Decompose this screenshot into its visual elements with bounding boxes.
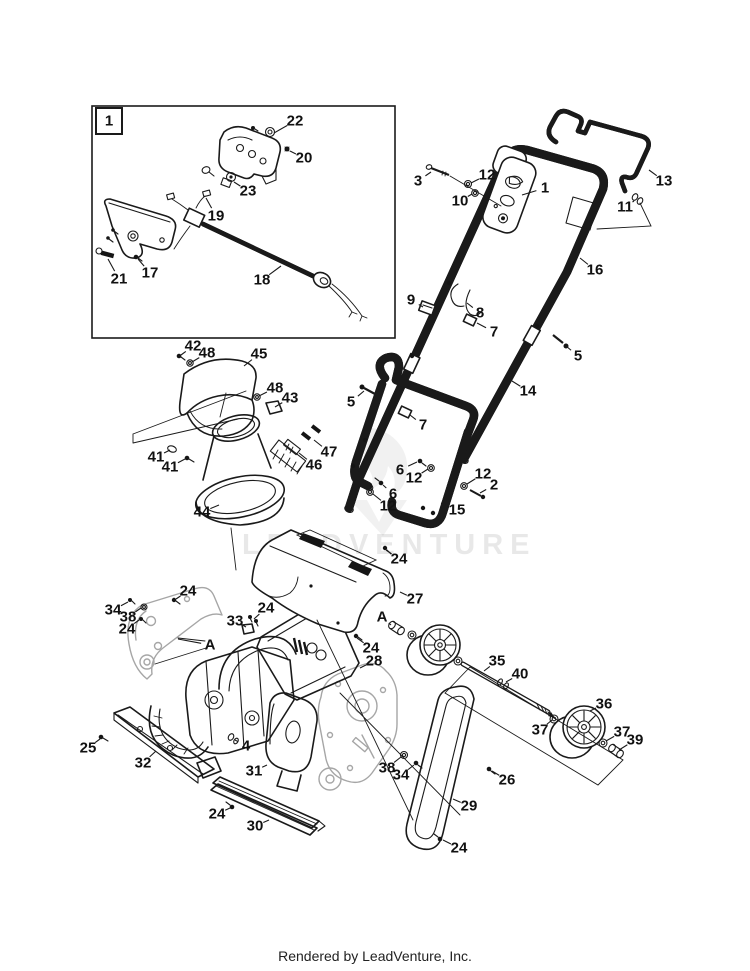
leader-line-18: [268, 265, 282, 276]
leader-line-31: [261, 764, 268, 768]
leader-line-24: [224, 807, 231, 811]
leader-line-37: [605, 735, 615, 742]
leader-line-12: [372, 493, 382, 501]
leader-line-36: [589, 707, 597, 712]
leader-line-20: [289, 150, 297, 155]
leader-line-13: [648, 169, 658, 177]
inset-cable: [166, 189, 368, 322]
leader-line-38: [393, 756, 402, 763]
leader-line-5: [357, 390, 365, 397]
leader-line-25: [94, 738, 101, 744]
wheel-left: [406, 624, 461, 676]
auger-housing: [148, 635, 309, 759]
leader-line-43: [274, 402, 283, 408]
footer-credit: Rendered by LeadVenture, Inc.: [278, 948, 472, 964]
leader-line-37: [546, 719, 553, 725]
leader-line-27: [399, 591, 408, 596]
leader-line-46: [298, 452, 308, 460]
leader-line-A: [388, 622, 392, 626]
leader-line-24: [356, 637, 364, 644]
leader-line-7: [409, 414, 417, 420]
scraper-bar: [210, 776, 326, 836]
side-cover-31: [265, 692, 318, 792]
leader-line-30: [263, 819, 270, 823]
leader-line-16: [579, 257, 589, 265]
leader-line-48: [191, 357, 200, 363]
leader-line-39: [618, 744, 628, 751]
leader-line-48: [258, 391, 268, 397]
belt-cover: [251, 529, 396, 634]
leader-line-45: [243, 359, 253, 367]
leader-line-6: [382, 484, 387, 489]
leader-line-4: [234, 739, 239, 743]
leader-line-14: [511, 380, 521, 387]
leader-line-7: [476, 322, 487, 329]
leader-line-26: [491, 770, 500, 776]
leader-line-A: [177, 638, 202, 644]
leader-line-42: [180, 350, 187, 356]
chute-crank-parts: [282, 424, 322, 456]
leader-line-29: [452, 798, 461, 803]
leader-line-1: [521, 190, 537, 196]
chute-hardware: [132, 353, 283, 571]
leader-line-3: [425, 171, 432, 177]
upper-hardware: [350, 164, 652, 516]
leader-line-11: [632, 200, 635, 203]
leader-line-15: [440, 502, 449, 507]
drive-belt: [405, 685, 475, 851]
bail-handle: [549, 111, 649, 194]
inset-switch-housing: [201, 125, 290, 189]
leader-line-17: [137, 258, 145, 267]
leader-line-33: [242, 624, 247, 628]
leader-line-28: [359, 664, 367, 669]
leader-line-40: [505, 677, 513, 683]
leader-line-24: [253, 613, 260, 620]
leader-line-6: [407, 461, 418, 467]
leader-line-44: [210, 504, 220, 510]
wheel-right: [549, 705, 606, 759]
discharge-chute: [194, 414, 307, 526]
leader-line-32: [149, 750, 157, 758]
lower-handle: [354, 357, 474, 524]
inset-box: [91, 105, 396, 339]
leader-line-22: [273, 124, 288, 134]
leader-line-41: [177, 458, 186, 464]
leader-line-24: [442, 839, 452, 845]
leader-line-23: [233, 181, 241, 187]
leader-line-12: [421, 468, 429, 474]
leader-line-24: [175, 595, 181, 600]
leader-line-10: [467, 193, 473, 197]
leader-line-24: [385, 549, 392, 555]
leader-line-5: [565, 345, 572, 351]
leader-line-19: [205, 197, 213, 209]
leader-line-38: [135, 607, 142, 613]
leader-line-35: [483, 666, 491, 672]
leader-line-34: [407, 764, 415, 770]
inset-grip-lever: [95, 198, 177, 262]
leader-line-34: [120, 601, 129, 607]
leader-line-8: [466, 302, 474, 308]
control-panel: [482, 145, 537, 234]
leader-line-12: [470, 178, 480, 184]
axle-shaft: [460, 661, 555, 718]
leader-line-24: [133, 619, 140, 625]
leader-line-9: [418, 304, 424, 308]
handle-label-plate: [565, 196, 598, 231]
leader-line-41: [163, 449, 171, 454]
leader-line-47: [313, 439, 323, 447]
leader-line-12: [466, 478, 476, 485]
leader-line-2: [479, 488, 487, 494]
leader-line-21: [107, 258, 116, 272]
